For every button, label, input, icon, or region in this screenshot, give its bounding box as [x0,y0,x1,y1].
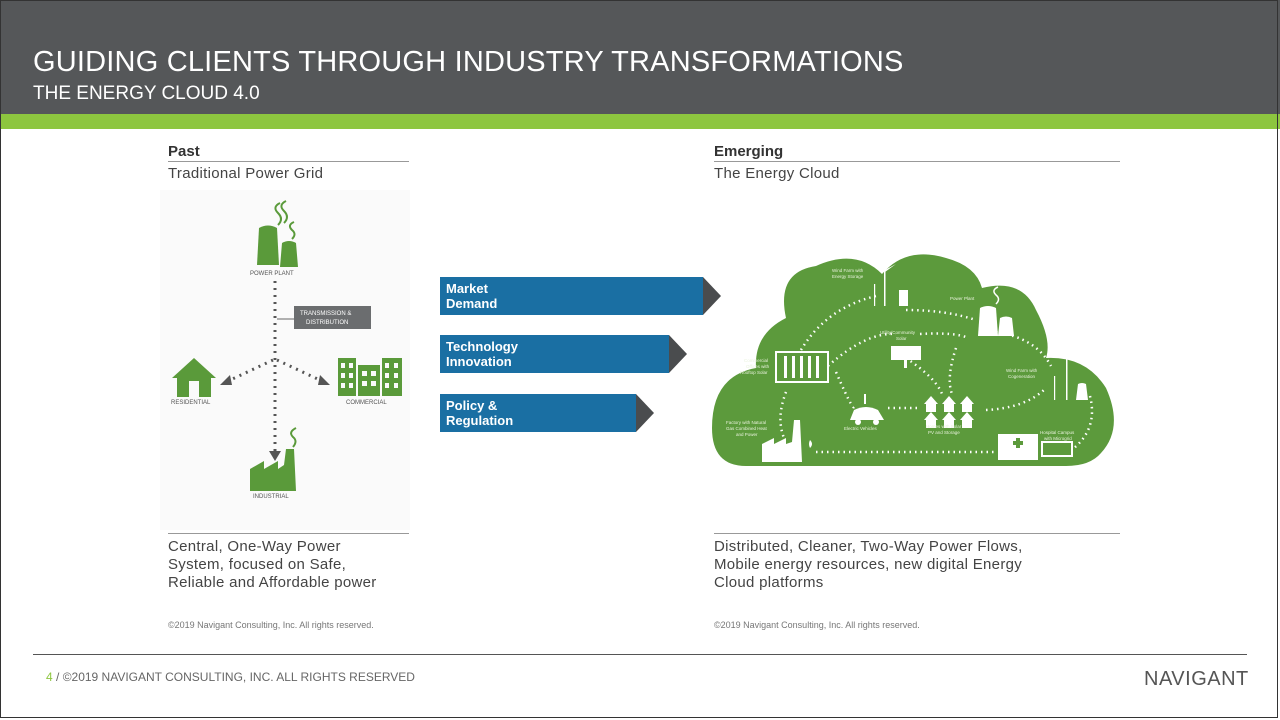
cloud-label-hospital-1: Hospital Campus [1040,430,1075,435]
footer-copyright: / ©2019 NAVIGANT CONSULTING, INC. ALL RI… [52,670,415,684]
emerging-bottom-rule [714,533,1120,534]
page-number: 4 [46,670,53,684]
cloud-label-utility-solar-1: Utility/Community [880,330,916,335]
past-subheading: Traditional Power Grid [168,165,324,182]
cloud-label-wind-storage-1: Wind Farm with [832,268,864,273]
label-commercial: COMMERCIAL [346,400,387,406]
cloud-label-factory-3: and Power [736,432,758,437]
emerging-top-rule [714,161,1120,162]
navigant-logo: NAVIGANT [1144,668,1249,690]
cloud-label-power-plant: Power Plant [950,296,975,301]
cloud-label-wind-cogen-1: Wind Farm with [1006,368,1038,373]
accent-bar [0,114,1280,129]
power-plant-icon [257,200,298,267]
label-residential: RESIDENTIAL [171,400,211,406]
energy-cloud-diagram: Wind Farm with Energy Storage Power Plan… [712,254,1114,466]
electric-vehicle-icon [850,394,884,425]
residential-icon [172,358,216,397]
slide-title: GUIDING CLIENTS THROUGH INDUSTRY TRANSFO… [33,46,904,78]
label-power-plant: POWER PLANT [250,271,294,277]
slide-subtitle: THE ENERGY CLOUD 4.0 [33,83,260,104]
label-transmission: TRANSMISSION & [300,311,351,317]
past-description: Central, One-Way Power System, focused o… [168,538,377,591]
branch-commercial [276,358,325,384]
utility-solar-icon [891,346,921,368]
past-heading: Past [168,143,200,160]
cloud-label-electric-vehicles: Electric Vehicles [844,426,878,431]
wind-farm-storage-icon [874,258,908,306]
commercial-offices-icon [775,351,829,383]
cloud-label-commercial-2: Offices with [746,364,770,369]
industrial-icon [250,427,297,491]
cloud-label-factory-1: Factory with Natural [726,420,766,425]
wind-farm-cogeneration-icon [1054,344,1088,400]
past-bottom-rule [168,533,409,534]
cloud-label-wind-storage-2: Energy Storage [832,274,864,279]
cloud-label-commercial-1: Commercial [744,358,768,363]
cloud-label-homes-2: PV and Storage [928,430,960,435]
arrow-to-industrial [269,451,281,461]
commercial-icon [338,358,402,396]
footer-text: 4 / ©2019 NAVIGANT CONSULTING, INC. ALL … [46,670,415,684]
emerging-heading: Emerging [714,143,784,160]
cloud-label-hospital-2: with Microgrid [1044,436,1072,441]
emerging-description: Distributed, Cleaner, Two-Way Power Flow… [714,538,1023,591]
cloud-label-factory-2: Gas Combined Heat [726,426,768,431]
factory-chp-icon [762,420,812,462]
label-industrial: INDUSTRIAL [253,494,289,500]
label-distribution: DISTRIBUTION [306,320,348,326]
past-top-rule [168,161,409,162]
emerging-subheading: The Energy Cloud [714,165,840,182]
past-copyright: ©2019 Navigant Consulting, Inc. All righ… [168,620,374,630]
hospital-campus-icon [998,434,1073,460]
traditional-grid-diagram: POWER PLANT TRANSMISSION & DISTRIBUTION … [171,200,402,500]
footer-rule [33,654,1247,655]
title-banner [0,0,1280,114]
cloud-label-utility-solar-2: Solar [896,336,907,341]
power-plant-icon [978,286,1014,336]
cloud-shape [712,254,1114,466]
homes-solar-icon [924,396,974,428]
cloud-label-wind-cogen-2: Cogeneration [1008,374,1036,379]
emerging-copyright: ©2019 Navigant Consulting, Inc. All righ… [714,620,920,630]
cloud-label-homes-1: Homes with Solar [926,424,962,429]
cloud-label-commercial-3: Rooftop Solar [740,370,768,375]
branch-residential [225,358,274,384]
transmission-box [294,306,371,329]
